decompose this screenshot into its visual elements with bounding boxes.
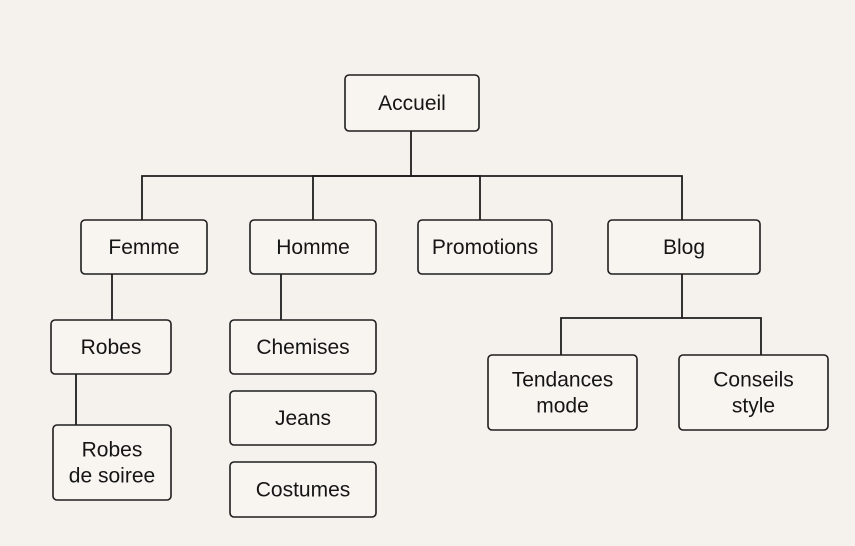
node-box xyxy=(678,354,829,431)
node-conseils-style: Conseils style xyxy=(678,354,829,431)
connector-blog-to-conseils-style xyxy=(681,317,762,356)
node-label: Promotions xyxy=(432,236,538,259)
node-label: Costumes xyxy=(256,479,351,502)
connector-accueil-to-homme xyxy=(312,175,412,221)
connector-accueil-to-blog xyxy=(410,175,683,221)
node-box xyxy=(52,424,172,501)
node-box xyxy=(417,219,553,275)
node-jeans: Jeans xyxy=(229,390,377,446)
node-blog: Blog xyxy=(607,219,761,275)
node-label: style xyxy=(732,395,775,418)
node-homme: Homme xyxy=(249,219,377,275)
node-label: Conseils xyxy=(713,369,794,392)
node-label: mode xyxy=(536,395,589,418)
node-accueil: Accueil xyxy=(344,74,480,132)
connector-lines xyxy=(75,130,762,426)
node-box xyxy=(229,461,377,518)
node-box xyxy=(607,219,761,275)
node-box xyxy=(249,219,377,275)
node-label: de soiree xyxy=(69,465,155,488)
node-label: Femme xyxy=(108,236,179,259)
node-label: Chemises xyxy=(256,336,349,359)
node-box xyxy=(344,74,480,132)
node-tendances-mode: Tendances mode xyxy=(487,354,638,431)
node-label: Blog xyxy=(663,236,705,259)
connector-accueil-to-femme xyxy=(141,130,412,221)
node-femme: Femme xyxy=(80,219,208,275)
node-box xyxy=(487,354,638,431)
node-box xyxy=(50,319,172,375)
node-label: Homme xyxy=(276,236,350,259)
node-label: Jeans xyxy=(275,407,331,430)
node-promotions: Promotions xyxy=(417,219,553,275)
node-label: Robes xyxy=(81,336,142,359)
connector-blog-to-tendances-mode xyxy=(560,273,683,356)
node-box xyxy=(229,319,377,375)
node-box xyxy=(229,390,377,446)
node-label: Robes xyxy=(82,439,143,462)
node-chemises: Chemises xyxy=(229,319,377,375)
node-box xyxy=(80,219,208,275)
node-label: Accueil xyxy=(378,92,446,115)
connector-accueil-to-promotions xyxy=(410,175,481,221)
node-label: Tendances xyxy=(512,369,614,392)
node-costumes: Costumes xyxy=(229,461,377,518)
node-robes: Robes xyxy=(50,319,172,375)
node-robes-de-soiree: Robes de soiree xyxy=(52,424,172,501)
